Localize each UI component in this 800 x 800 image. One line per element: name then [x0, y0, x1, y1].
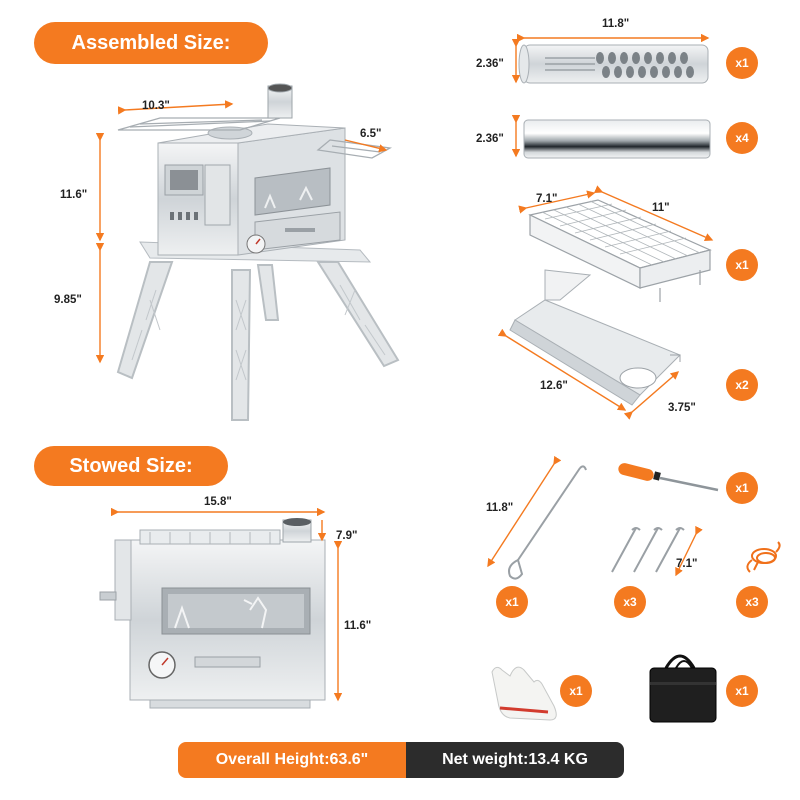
screwdriver [618, 463, 719, 492]
spec-footer-bar: Overall Height:63.6" Net weight:13.4 KG [178, 742, 624, 778]
side-shelf-length-label: 12.6" [540, 380, 568, 392]
stakes-length-label: 7.1" [676, 558, 698, 570]
perforated-pipe [518, 44, 709, 84]
plain-pipe [523, 119, 711, 159]
poker-qty: x1 [496, 586, 528, 618]
poker-length-label: 11.8" [486, 502, 514, 514]
poker-dimension-line [487, 455, 562, 568]
tent-stakes [611, 527, 685, 573]
parts-dimension-lines [497, 33, 714, 420]
carry-bag-qty: x1 [726, 675, 758, 707]
stowed-dimension-lines [111, 507, 343, 702]
side-shelf [509, 269, 681, 406]
net-weight-label: Net weight:13.4 KG [406, 742, 624, 778]
stakes-dimension-line [675, 525, 703, 577]
pipe-plain-qty: x4 [726, 122, 758, 154]
rope-coil [746, 541, 781, 573]
stowed-length-label: 15.8" [204, 496, 232, 508]
poker-hook [508, 465, 587, 580]
grill-rack-length-label: 11" [652, 202, 670, 214]
assembled-heading: Assembled Size: [34, 22, 268, 64]
assembled-depth-label: 6.5" [360, 128, 382, 140]
side-shelf-qty: x2 [726, 369, 758, 401]
stowed-stove [99, 518, 326, 709]
grill-rack-qty: x1 [726, 249, 758, 281]
screwdriver-qty: x1 [726, 472, 758, 504]
gloves [491, 666, 557, 721]
gloves-qty: x1 [560, 675, 592, 707]
stowed-width-label: 7.9" [336, 530, 358, 542]
side-shelf-width-label: 3.75" [668, 402, 696, 414]
pipe-perforated-diameter-label: 2.36" [476, 58, 504, 70]
grill-rack-width-label: 7.1" [536, 193, 558, 205]
assembled-leg-height-label: 9.85" [54, 294, 82, 306]
overall-height-label: Overall Height:63.6" [178, 742, 406, 778]
assembled-body-height-label: 11.6" [60, 189, 88, 201]
assembled-stove [116, 83, 400, 421]
assembled-width-label: 10.3" [142, 100, 170, 112]
assembled-dimension-lines [95, 100, 388, 364]
rope-qty: x3 [736, 586, 768, 618]
stakes-qty: x3 [614, 586, 646, 618]
pipe-perforated-qty: x1 [726, 47, 758, 79]
carry-bag [649, 654, 717, 723]
pipe-plain-diameter-label: 2.36" [476, 133, 504, 145]
stowed-height-label: 11.6" [344, 620, 372, 632]
pipe-perforated-length-label: 11.8" [602, 18, 630, 30]
stowed-heading: Stowed Size: [34, 446, 228, 486]
